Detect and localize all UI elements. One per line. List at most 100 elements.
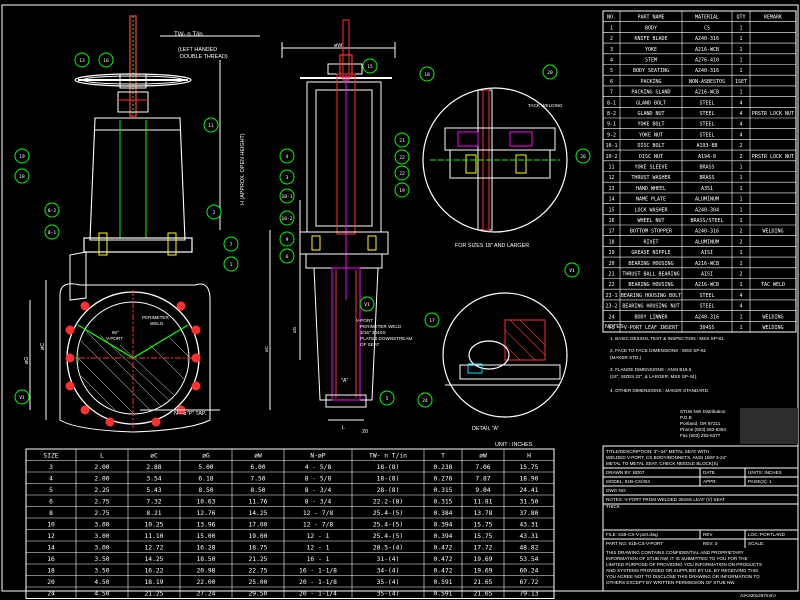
table-cell: 1: [739, 250, 742, 256]
v-port-60-1: 60°: [112, 330, 119, 335]
table-cell: A351: [701, 186, 713, 192]
table-cell: BODY SEATING: [633, 68, 669, 74]
table-cell: PACKING GLAND: [631, 90, 670, 96]
table-cell: 7.50: [250, 475, 265, 482]
svg-text:11: 11: [208, 123, 214, 129]
table-cell: 34-(4): [377, 567, 400, 574]
svg-text:2: 2: [213, 210, 216, 216]
table-cell: 23-1: [605, 293, 617, 299]
table-cell: BEARING HOUSING: [628, 282, 673, 288]
table-cell: 1: [739, 186, 742, 192]
svg-text:18: 18: [424, 72, 430, 78]
svg-text:17: 17: [429, 318, 435, 324]
vport-weld-note-2: PERIMETER WELD: [360, 324, 402, 329]
table-cell: 3.00: [94, 533, 109, 540]
table-cell: 23-2: [605, 304, 617, 310]
table-cell: 43.31: [520, 521, 539, 528]
sheet-size-label: A3<420x297mm>: [740, 593, 777, 598]
packing-gland: [83, 237, 193, 253]
balloon: 16: [98, 52, 114, 68]
table-cell: 0.384: [434, 510, 453, 517]
balloon: 15: [362, 58, 378, 74]
table-cell: 18: [47, 567, 55, 574]
table-cell: CS: [704, 25, 710, 31]
table-cell: YOKE: [645, 47, 657, 53]
side-view: [269, 19, 396, 421]
table-header-cell: TW- n T/in: [369, 452, 407, 459]
table-cell: 4: [739, 111, 742, 117]
table-cell: BODY: [645, 25, 657, 31]
table-cell: 1: [739, 325, 742, 331]
table-cell: 15.75: [474, 521, 493, 528]
table-cell: STEM: [645, 58, 657, 64]
table-cell: 1: [610, 25, 613, 31]
table-cell: 17: [608, 229, 614, 235]
table-cell: ALUMINUM: [695, 239, 719, 245]
thread-note-1: (LEFT HANDED: [178, 47, 217, 53]
table-cell: NON-ASBESTOS: [689, 79, 725, 85]
table-cell: 79.13: [520, 590, 539, 597]
rev-field: REV: [703, 532, 713, 537]
table-cell: 12.76: [197, 510, 216, 517]
table-cell: DISC NUT: [639, 154, 663, 160]
table-cell: BEARING HOUSING NUT: [622, 304, 679, 310]
table-header-cell: MATERIAL: [695, 15, 719, 21]
table-cell: 4: [739, 304, 742, 310]
table-cell: YOKE SLEEVE: [634, 165, 667, 171]
table-cell: 22.2-(8): [373, 498, 403, 505]
table-header-cell: N-øP: [310, 452, 325, 459]
table-cell: 15.75: [474, 533, 493, 540]
table-cell: 2: [739, 154, 742, 160]
table-cell: 8-2: [607, 111, 616, 117]
table-cell: 16: [608, 218, 614, 224]
table-header-cell: øW: [479, 452, 487, 459]
table-cell: 7.06: [475, 464, 490, 471]
title-desc-line: METAL TO METAL SEAT, CHECK NEEDLE BLOCK(…: [606, 461, 719, 466]
table-cell: 1: [739, 197, 742, 203]
table-cell: 12.72: [145, 544, 164, 551]
tap-label: N—ø"P" TAP.: [174, 411, 206, 417]
detail-a: [442, 292, 568, 418]
table-cell: 2.00: [94, 475, 109, 482]
table-cell: 0.276: [434, 475, 453, 482]
table-cell: 11.10: [145, 533, 164, 540]
table-cell: 0.394: [434, 533, 453, 540]
table-cell: 8 - 5/8: [305, 475, 332, 482]
dc-label: øC: [40, 343, 46, 350]
table-cell: 12 - 7/8: [303, 521, 334, 528]
yoke-sleeve: [117, 91, 149, 113]
drawn-by: DRAWN BY: BD07: [606, 470, 645, 475]
table-cell: A240-316: [695, 68, 719, 74]
part-no-field: PART NO: 61B-CS-V-PORT: [606, 541, 663, 546]
table-cell: 6.00: [250, 464, 265, 471]
table-cell: 5: [610, 68, 613, 74]
table-cell: 2: [739, 229, 742, 235]
table-cell: STEEL: [699, 293, 714, 299]
table-cell: A240-316: [695, 229, 719, 235]
table-cell: 9-2: [607, 132, 616, 138]
table-cell: YOKE BOLT: [637, 122, 664, 128]
note-line: 1. BASIC DESIGN, TEST & INSPECTION : MSS…: [610, 336, 725, 341]
table-cell: 9.84: [475, 487, 490, 494]
approved-field: APPR:: [703, 479, 717, 484]
table-cell: 20: [47, 579, 55, 586]
table-cell: 20.98: [197, 567, 216, 574]
table-cell: A193-B8: [696, 143, 717, 149]
disclaimer-line: THIS DRAWING CONTAINS CONFIDENTIAL AND P…: [606, 550, 744, 555]
table-cell: 14.25: [249, 510, 268, 517]
table-cell: 2.00: [94, 464, 109, 471]
table-cell: 14: [47, 544, 55, 551]
side-dg-label: øG: [292, 326, 297, 333]
